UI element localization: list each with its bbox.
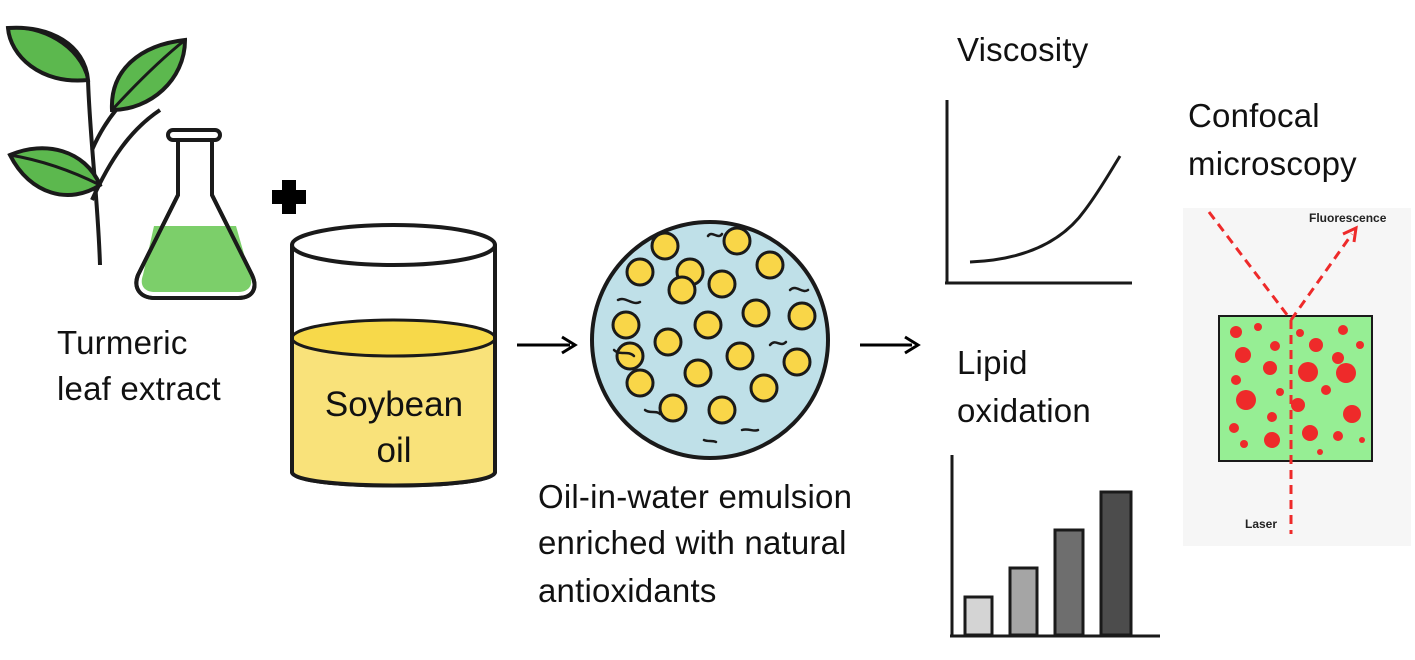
- plant-icon: [5, 25, 188, 266]
- soybean-label-line1: Soybean: [324, 385, 464, 424]
- lipid-label-line1: Lipid: [957, 344, 1028, 381]
- bar-chart-icon: [950, 455, 1160, 638]
- laser-label: Laser: [1245, 517, 1278, 531]
- turmeric-label-line2: leaf extract: [57, 370, 221, 407]
- viscosity-label: Viscosity: [957, 31, 1089, 68]
- emulsion-label-line2: enriched with natural: [538, 524, 847, 561]
- flask-icon: [134, 128, 257, 300]
- viscosity-curve-icon: [945, 100, 1132, 285]
- fluorescence-label: Fluorescence: [1309, 211, 1387, 225]
- emulsion-label-line3: antioxidants: [538, 572, 717, 609]
- confocal-icon: [1183, 208, 1411, 546]
- arrow-icon: [860, 335, 921, 355]
- plus-icon: [272, 180, 306, 214]
- soybean-label-line2: oil: [376, 431, 412, 470]
- confocal-label-line2: microscopy: [1188, 145, 1357, 182]
- beaker-icon: [290, 223, 497, 488]
- lipid-label-line2: oxidation: [957, 392, 1091, 429]
- turmeric-label-line1: Turmeric: [57, 324, 188, 361]
- arrow-icon: [517, 335, 578, 355]
- confocal-label-line1: Confocal: [1188, 97, 1320, 134]
- emulsion-label-line1: Oil-in-water emulsion: [538, 478, 853, 515]
- emulsion-icon: [590, 220, 830, 460]
